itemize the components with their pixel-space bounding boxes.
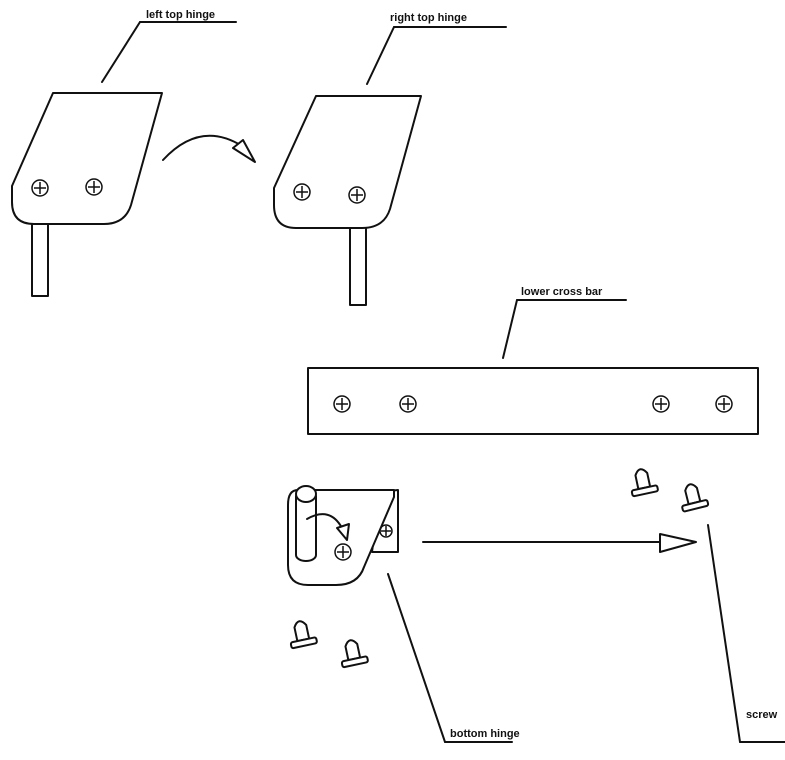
curved-arrow-icon	[306, 513, 350, 541]
screw-label: screw	[746, 709, 778, 721]
screw-hole-icon	[85, 178, 103, 196]
right-top-hinge-label: right top hinge	[390, 12, 467, 24]
right-top-hinge: right top hinge	[273, 12, 507, 306]
left-hinge-stem	[31, 221, 49, 297]
screw-hole-icon	[399, 395, 417, 413]
left-top-hinge-label-leader	[101, 21, 237, 83]
screws-bottom-left	[289, 620, 369, 669]
screws-top-right	[630, 468, 710, 513]
cross-bar-plate	[307, 367, 759, 435]
screw-icon	[681, 483, 710, 513]
left-top-hinge-label: left top hinge	[146, 9, 215, 21]
left-top-hinge: left top hinge	[11, 9, 237, 297]
bottom-hinge-pin	[295, 485, 317, 562]
lower-cross-bar-label: lower cross bar	[521, 286, 603, 298]
right-hinge-plate	[273, 95, 422, 229]
left-hinge-plate	[11, 92, 163, 225]
screw-hole-icon	[348, 186, 366, 204]
screw-hole-icon	[715, 395, 733, 413]
bottom-hinge-label-leader	[387, 573, 513, 743]
screw-icon	[630, 468, 659, 498]
lower-cross-bar: lower cross bar	[307, 286, 759, 435]
screw-hole-icon	[334, 543, 352, 561]
screw-hole-icon	[31, 179, 49, 197]
right-hinge-stem	[349, 224, 367, 306]
bottom-hinge: bottom hinge	[287, 485, 520, 743]
screw-icon	[289, 620, 318, 650]
screw-hole-icon	[293, 183, 311, 201]
curved-arrow-icon	[162, 134, 256, 163]
screw-hole-icon	[333, 395, 351, 413]
lower-cross-bar-label-leader	[502, 299, 627, 359]
right-top-hinge-label-leader	[366, 26, 507, 85]
screw-hole-icon	[652, 395, 670, 413]
straight-arrow-icon	[422, 533, 697, 553]
screw-icon	[340, 639, 369, 669]
bottom-hinge-label: bottom hinge	[450, 728, 520, 740]
screw-hole-icon	[379, 524, 393, 538]
screw-label-leader	[707, 524, 785, 743]
